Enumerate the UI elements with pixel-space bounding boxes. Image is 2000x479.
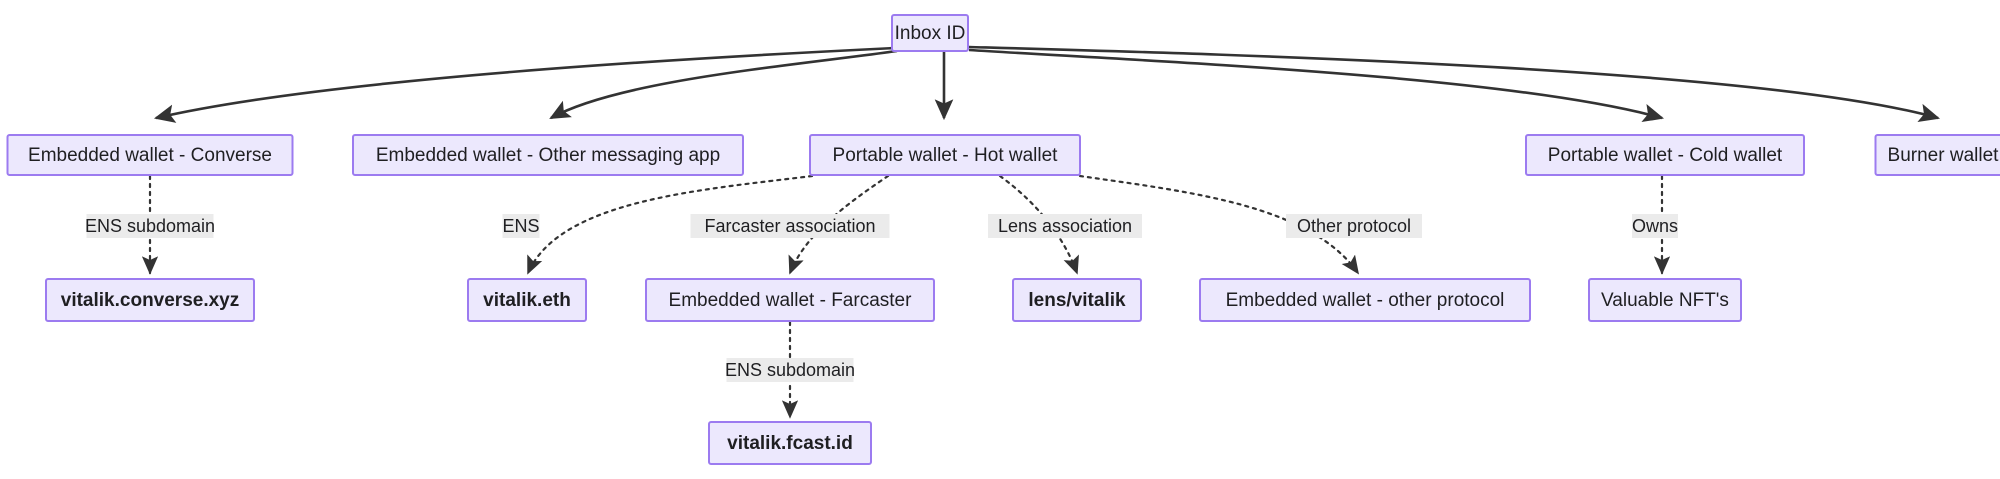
- node-box[interactable]: [1874, 134, 2000, 176]
- edge-label-text: ENS: [502, 216, 539, 236]
- node-label: Embedded wallet - Other messaging app: [376, 145, 720, 166]
- node-box[interactable]: [6, 134, 294, 176]
- node-vitalik-fcast-id[interactable]: vitalik.fcast.id: [708, 421, 872, 465]
- edge-label-farcaster-association: Farcaster association: [690, 214, 890, 238]
- edge-inbox-to-burner-wallet: [968, 45, 1941, 122]
- edge-label-background: [726, 358, 854, 382]
- edge-inbox-to-cold-wallet: [968, 48, 1665, 123]
- node-label: Inbox ID: [895, 23, 966, 44]
- edge-label-text: ENS subdomain: [85, 216, 215, 236]
- node-valuable-nft-s[interactable]: Valuable NFT's: [1588, 278, 1742, 322]
- node-vitalik-eth[interactable]: vitalik.eth: [467, 278, 587, 322]
- edge-label-background: [502, 214, 540, 238]
- node-embedded-wallet-other-messaging-app[interactable]: Embedded wallet - Other messaging app: [352, 134, 744, 176]
- edge-label-ens-subdomain: ENS subdomain: [85, 214, 215, 238]
- node-box[interactable]: [1525, 134, 1805, 176]
- node-box[interactable]: [352, 134, 744, 176]
- node-label: Portable wallet - Hot wallet: [833, 145, 1059, 166]
- edges-layer: [141, 45, 1941, 419]
- edge-label-background: [1286, 214, 1422, 238]
- node-label: vitalik.converse.xyz: [61, 290, 240, 311]
- node-label: Valuable NFT's: [1601, 290, 1729, 311]
- node-lens-vitalik[interactable]: lens/vitalik: [1012, 278, 1142, 322]
- node-label: Embedded wallet - Converse: [28, 145, 272, 166]
- node-portable-wallet-hot-wallet[interactable]: Portable wallet - Hot wallet: [809, 134, 1081, 176]
- edge-label-text: Other protocol: [1297, 216, 1411, 236]
- node-vitalik-converse-xyz[interactable]: vitalik.converse.xyz: [45, 278, 255, 322]
- edge-label-text: ENS subdomain: [725, 360, 855, 380]
- node-box[interactable]: [809, 134, 1081, 176]
- edge-label-background: [690, 214, 890, 238]
- edge-hot-wallet-to-other-protocol: [1078, 174, 1360, 275]
- edge-label-ens: ENS: [502, 214, 540, 238]
- edge-inbox-to-converse: [153, 46, 896, 123]
- edge-label-background: [988, 214, 1142, 238]
- node-label: lens/vitalik: [1028, 290, 1126, 311]
- edge-label-background: [86, 214, 214, 238]
- node-label: Embedded wallet - other protocol: [1226, 290, 1505, 311]
- edge-labels-layer: ENS subdomain ENS Farcaster association Len…: [85, 214, 1678, 382]
- node-box[interactable]: [1012, 278, 1142, 322]
- node-label: Burner wallet: [1888, 145, 2000, 166]
- node-box[interactable]: [467, 278, 587, 322]
- node-embedded-wallet-farcaster[interactable]: Embedded wallet - Farcaster: [645, 278, 935, 322]
- node-label: vitalik.eth: [483, 290, 571, 311]
- node-portable-wallet-cold-wallet[interactable]: Portable wallet - Cold wallet: [1525, 134, 1805, 176]
- edge-label-background: [1632, 214, 1678, 238]
- edge-label-lens-association: Lens association: [988, 214, 1142, 238]
- edge-label-other-protocol: Other protocol: [1286, 214, 1422, 238]
- edge-label-owns: Owns: [1632, 214, 1678, 238]
- node-box[interactable]: [645, 278, 935, 322]
- node-label: vitalik.fcast.id: [727, 433, 853, 454]
- node-embedded-wallet-other-protocol[interactable]: Embedded wallet - other protocol: [1199, 278, 1531, 322]
- edge-inbox-to-other-messaging: [549, 49, 898, 120]
- edge-label-text: Lens association: [998, 216, 1132, 236]
- edge-label-text: Owns: [1632, 216, 1678, 236]
- node-embedded-wallet-converse[interactable]: Embedded wallet - Converse: [6, 134, 294, 176]
- node-box[interactable]: [891, 14, 969, 52]
- edge-hot-wallet-to-vitalik-eth: [526, 174, 814, 275]
- node-box[interactable]: [1199, 278, 1531, 322]
- node-label: Embedded wallet - Farcaster: [669, 290, 913, 311]
- node-inbox-id[interactable]: Inbox ID: [891, 14, 969, 52]
- edge-label-text: Farcaster association: [704, 216, 875, 236]
- node-burner-wallet[interactable]: Burner wallet: [1874, 134, 2000, 176]
- node-box[interactable]: [708, 421, 872, 465]
- node-label: Portable wallet - Cold wallet: [1548, 145, 1783, 166]
- node-box[interactable]: [1588, 278, 1742, 322]
- node-box[interactable]: [45, 278, 255, 322]
- edge-label-ens-subdomain: ENS subdomain: [725, 358, 855, 382]
